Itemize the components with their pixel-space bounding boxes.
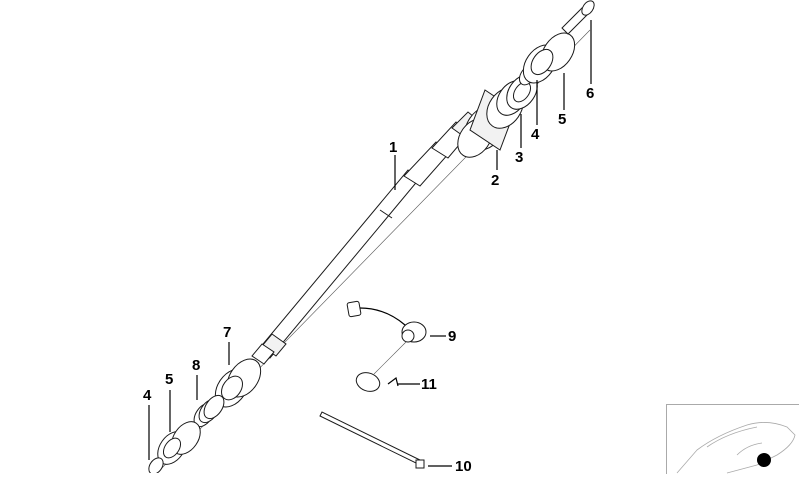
callout-4-upper: 4 — [531, 126, 540, 143]
callout-4-lower: 4 — [143, 387, 152, 404]
part-bearing-upper — [522, 32, 576, 84]
part-sensor — [346, 300, 427, 343]
part-retaining-ring — [355, 341, 407, 392]
callout-2: 2 — [491, 172, 500, 189]
callout-7: 7 — [223, 324, 232, 341]
callout-1: 1 — [389, 139, 398, 156]
part-bearing-lower — [157, 421, 201, 465]
callout-6: 6 — [586, 85, 595, 102]
callout-5-lower: 5 — [165, 371, 174, 388]
part-bearing-housing — [214, 358, 262, 408]
part-circlip-lower — [148, 457, 164, 473]
part-steering-shaft — [251, 111, 481, 365]
callout-8: 8 — [192, 357, 201, 374]
vehicle-locator-thumbnail — [666, 404, 799, 474]
part-cable-tie — [319, 411, 425, 469]
callout-11: 11 — [421, 376, 437, 393]
callout-9: 9 — [448, 328, 457, 345]
part-bolt — [561, 0, 595, 35]
car-outline-icon — [676, 422, 796, 474]
callout-5-upper: 5 — [558, 111, 567, 128]
part-spring — [193, 394, 225, 428]
callout-10: 10 — [455, 458, 472, 475]
location-marker — [757, 453, 771, 467]
callout-3: 3 — [515, 149, 524, 166]
